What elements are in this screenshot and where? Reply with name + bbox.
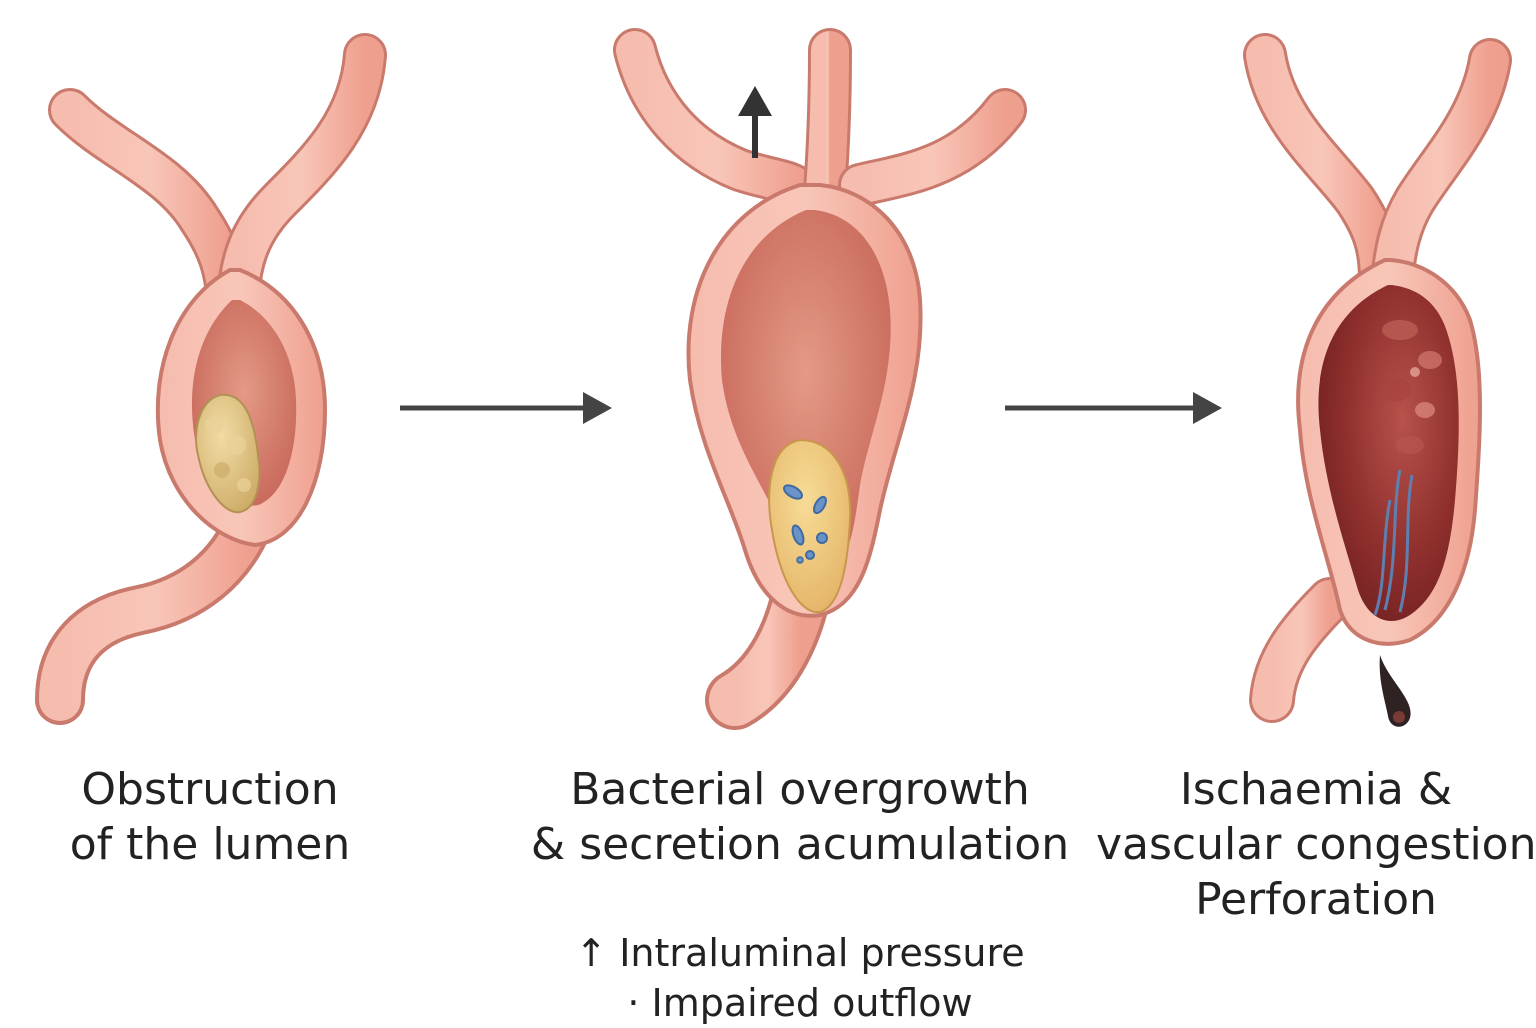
note-intraluminal-pressure: ↑ Intraluminal pressure (575, 931, 1025, 975)
arrow-bacterial-to-ischaemia (1005, 392, 1222, 424)
congested-vessels (1373, 469, 1414, 616)
label-obstruction-line-1: Obstruction (81, 764, 339, 815)
pus-collection (768, 438, 852, 614)
label-bacterial: Bacterial overgrowth & secretion acumula… (530, 762, 1070, 872)
label-ischaemia-line-3: Perforation (1195, 874, 1437, 925)
label-bacterial-line-1: Bacterial overgrowth (570, 764, 1030, 815)
note-impaired-outflow: · Impaired outflow (627, 981, 973, 1026)
label-ischaemia-line-1: Ischaemia & (1179, 764, 1453, 815)
mucosal-damage (1379, 294, 1444, 454)
label-bacterial-line-2: & secretion acumulation (530, 819, 1070, 870)
lumen-2 (721, 210, 891, 573)
inflamed-lumen (1318, 285, 1459, 622)
stage-ischaemia-illustration (1243, 33, 1512, 727)
label-ischaemia-line-2: vascular congestion (1096, 819, 1536, 870)
note-bacterial: ↑ Intraluminal pressure · Impaired outfl… (560, 928, 1040, 1028)
fecalith (195, 393, 261, 514)
label-ischaemia: Ischaemia & vascular congestion Perforat… (1096, 762, 1536, 927)
stage-obstruction-illustration (35, 33, 387, 725)
bacteria (782, 484, 828, 564)
label-obstruction: Obstruction of the lumen (20, 762, 400, 872)
pressure-up-arrow (738, 86, 772, 158)
stage-bacterial-illustration (613, 28, 1027, 730)
perforation-drop (1379, 655, 1411, 727)
label-obstruction-line-2: of the lumen (69, 819, 351, 870)
arrow-obstruction-to-bacterial (400, 392, 612, 424)
